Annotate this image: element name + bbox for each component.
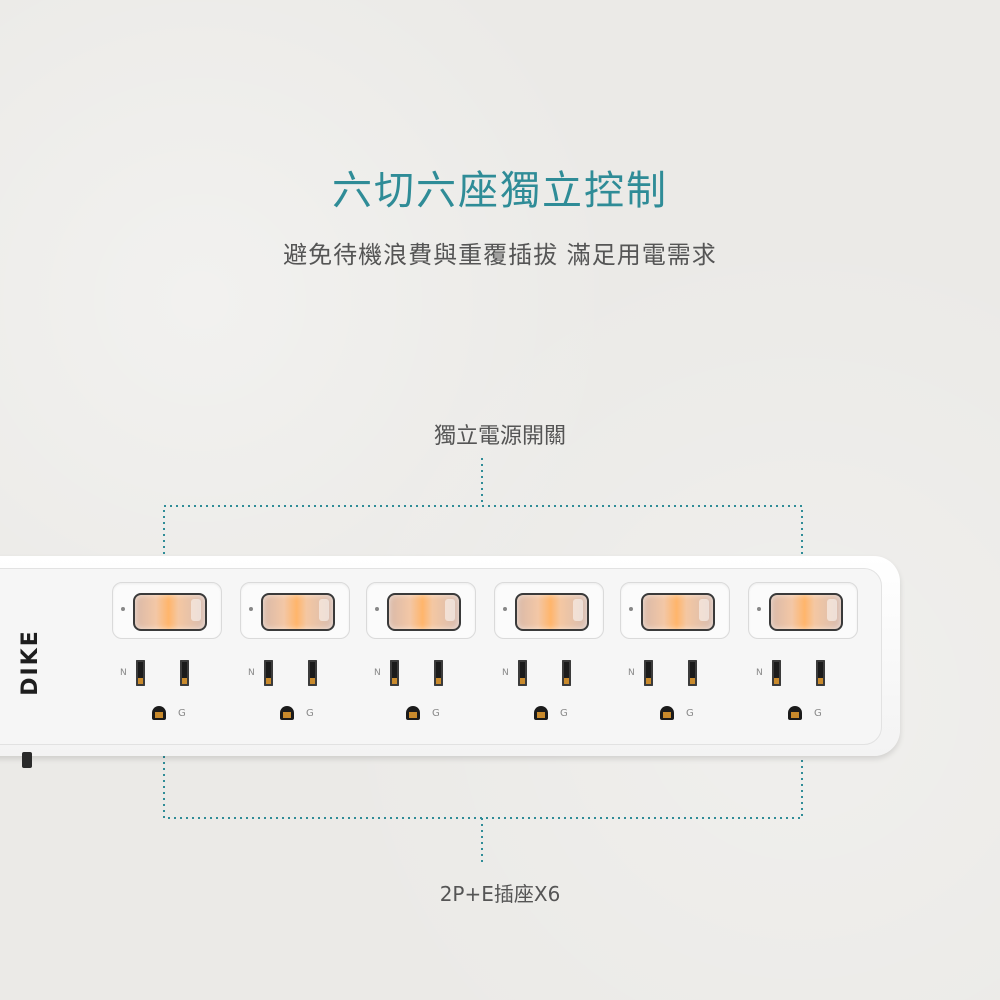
- outlet-unit: N G: [494, 582, 604, 732]
- neutral-mark: N: [248, 668, 255, 678]
- neutral-slot: [390, 660, 399, 686]
- outlet-callout-label: 2P+E插座X6: [439, 882, 561, 906]
- indicator-dot: [629, 607, 633, 611]
- power-switch-4[interactable]: [515, 593, 589, 631]
- ground-mark: G: [306, 708, 314, 719]
- ground-mark: G: [814, 708, 822, 719]
- outlet-callout-bracket: [163, 738, 803, 819]
- outlet-unit: N G: [112, 582, 222, 732]
- indicator-dot: [121, 607, 125, 611]
- page-title: 六切六座獨立控制: [332, 168, 668, 214]
- live-slot: [308, 660, 317, 686]
- switch-callout-bracket: [163, 505, 803, 596]
- neutral-slot: [772, 660, 781, 686]
- power-switch-1[interactable]: [133, 593, 207, 631]
- indicator-dot: [375, 607, 379, 611]
- ground-mark: G: [432, 708, 440, 719]
- ground-mark: G: [686, 708, 694, 719]
- ground-mark: G: [178, 708, 186, 719]
- switch-frame: [620, 582, 730, 639]
- neutral-mark: N: [756, 668, 763, 678]
- rocker-highlight: [827, 599, 837, 621]
- live-slot: [434, 660, 443, 686]
- ground-hole: [280, 706, 294, 720]
- switch-frame: [748, 582, 858, 639]
- switch-frame: [366, 582, 476, 639]
- brand-text: DIKE: [17, 628, 43, 696]
- neutral-mark: N: [628, 668, 635, 678]
- live-slot: [562, 660, 571, 686]
- neutral-slot: [136, 660, 145, 686]
- outlet-unit: N G: [366, 582, 476, 732]
- neutral-slot: [644, 660, 653, 686]
- brand-logo: DIKE: [10, 617, 50, 707]
- live-slot: [180, 660, 189, 686]
- rocker-highlight: [191, 599, 201, 621]
- neutral-slot: [518, 660, 527, 686]
- switch-callout-label: 獨立電源開關: [433, 424, 566, 449]
- power-switch-3[interactable]: [387, 593, 461, 631]
- ground-mark: G: [560, 708, 568, 719]
- switch-frame: [494, 582, 604, 639]
- rocker-highlight: [699, 599, 709, 621]
- ground-hole: [406, 706, 420, 720]
- rocker-highlight: [319, 599, 329, 621]
- rocker-highlight: [445, 599, 455, 621]
- neutral-mark: N: [120, 668, 127, 678]
- indicator-dot: [249, 607, 253, 611]
- power-switch-2[interactable]: [261, 593, 335, 631]
- neutral-mark: N: [374, 668, 381, 678]
- neutral-slot: [264, 660, 273, 686]
- rocker-highlight: [573, 599, 583, 621]
- power-cord-stub: [22, 752, 32, 768]
- ground-hole: [660, 706, 674, 720]
- live-slot: [688, 660, 697, 686]
- indicator-dot: [503, 607, 507, 611]
- outlet-unit: N G: [748, 582, 858, 732]
- ground-hole: [152, 706, 166, 720]
- indicator-dot: [757, 607, 761, 611]
- neutral-mark: N: [502, 668, 509, 678]
- ground-hole: [788, 706, 802, 720]
- power-switch-5[interactable]: [641, 593, 715, 631]
- outlet-unit: N G: [240, 582, 350, 732]
- page-subtitle: 避免待機浪費與重覆插拔 滿足用電需求: [283, 241, 717, 269]
- power-switch-6[interactable]: [769, 593, 843, 631]
- live-slot: [816, 660, 825, 686]
- switch-frame: [112, 582, 222, 639]
- outlet-unit: N G: [620, 582, 730, 732]
- switch-frame: [240, 582, 350, 639]
- ground-hole: [534, 706, 548, 720]
